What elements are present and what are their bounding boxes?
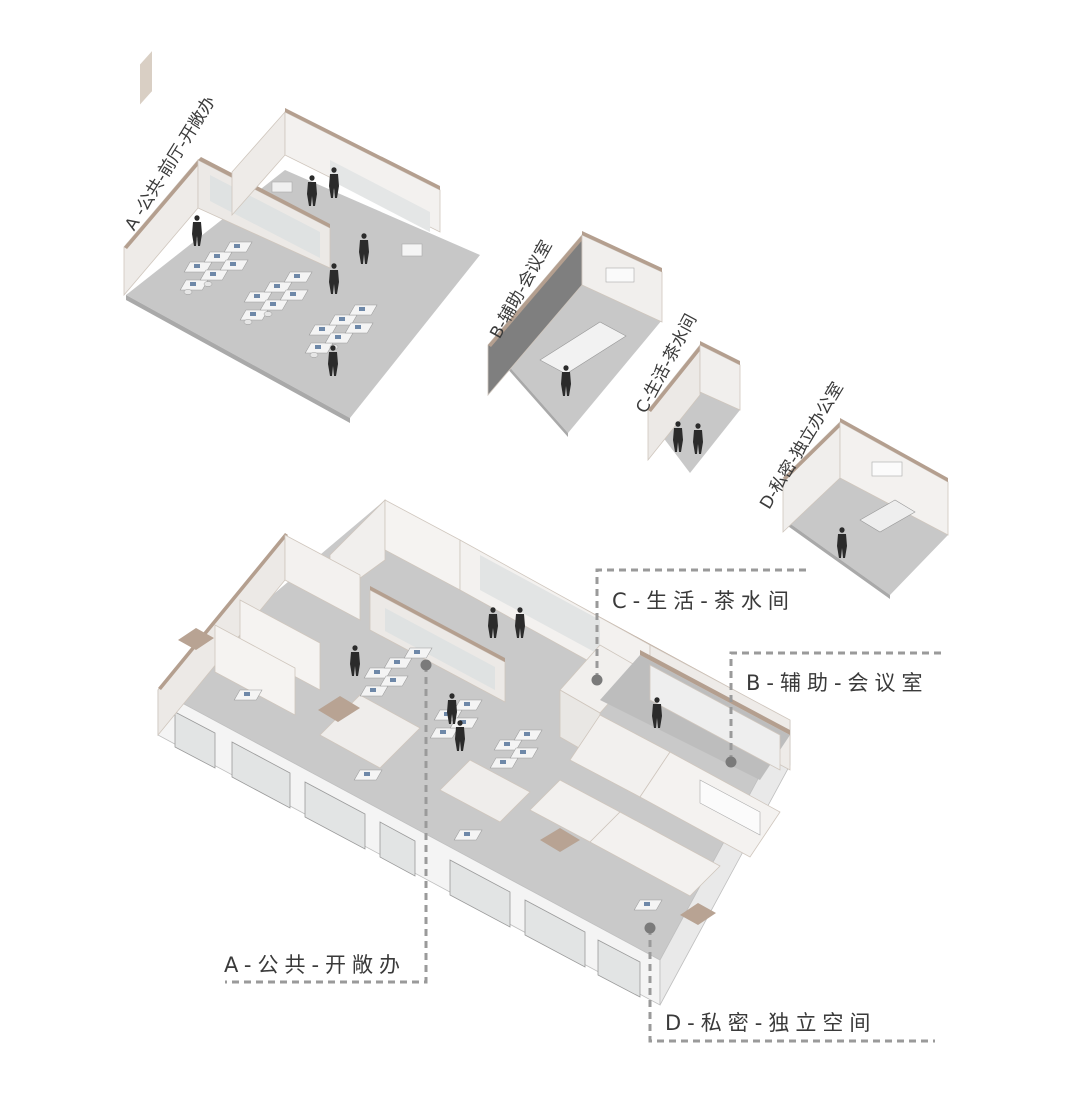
callout-lines: [225, 568, 945, 1043]
module-b-room: [487, 231, 663, 437]
floor-plan: [157, 499, 791, 1006]
module-a-room: [123, 51, 480, 423]
callout-c-label: C-生活-茶水间: [612, 589, 795, 613]
module-b-table: [539, 321, 627, 375]
floor-plan-floor: [160, 500, 790, 1000]
module-d-desk: [859, 499, 916, 533]
module-d-room: [782, 418, 949, 599]
callout-b-label: B-辅助-会议室: [746, 671, 929, 695]
callout-a-label: A-公共-开敞办: [224, 953, 407, 977]
module-c-room: [647, 341, 741, 473]
callout-dots: [420, 659, 737, 934]
module-d-floor: [785, 478, 948, 595]
callout-d-label: D-私密-独立空间: [665, 1011, 877, 1035]
